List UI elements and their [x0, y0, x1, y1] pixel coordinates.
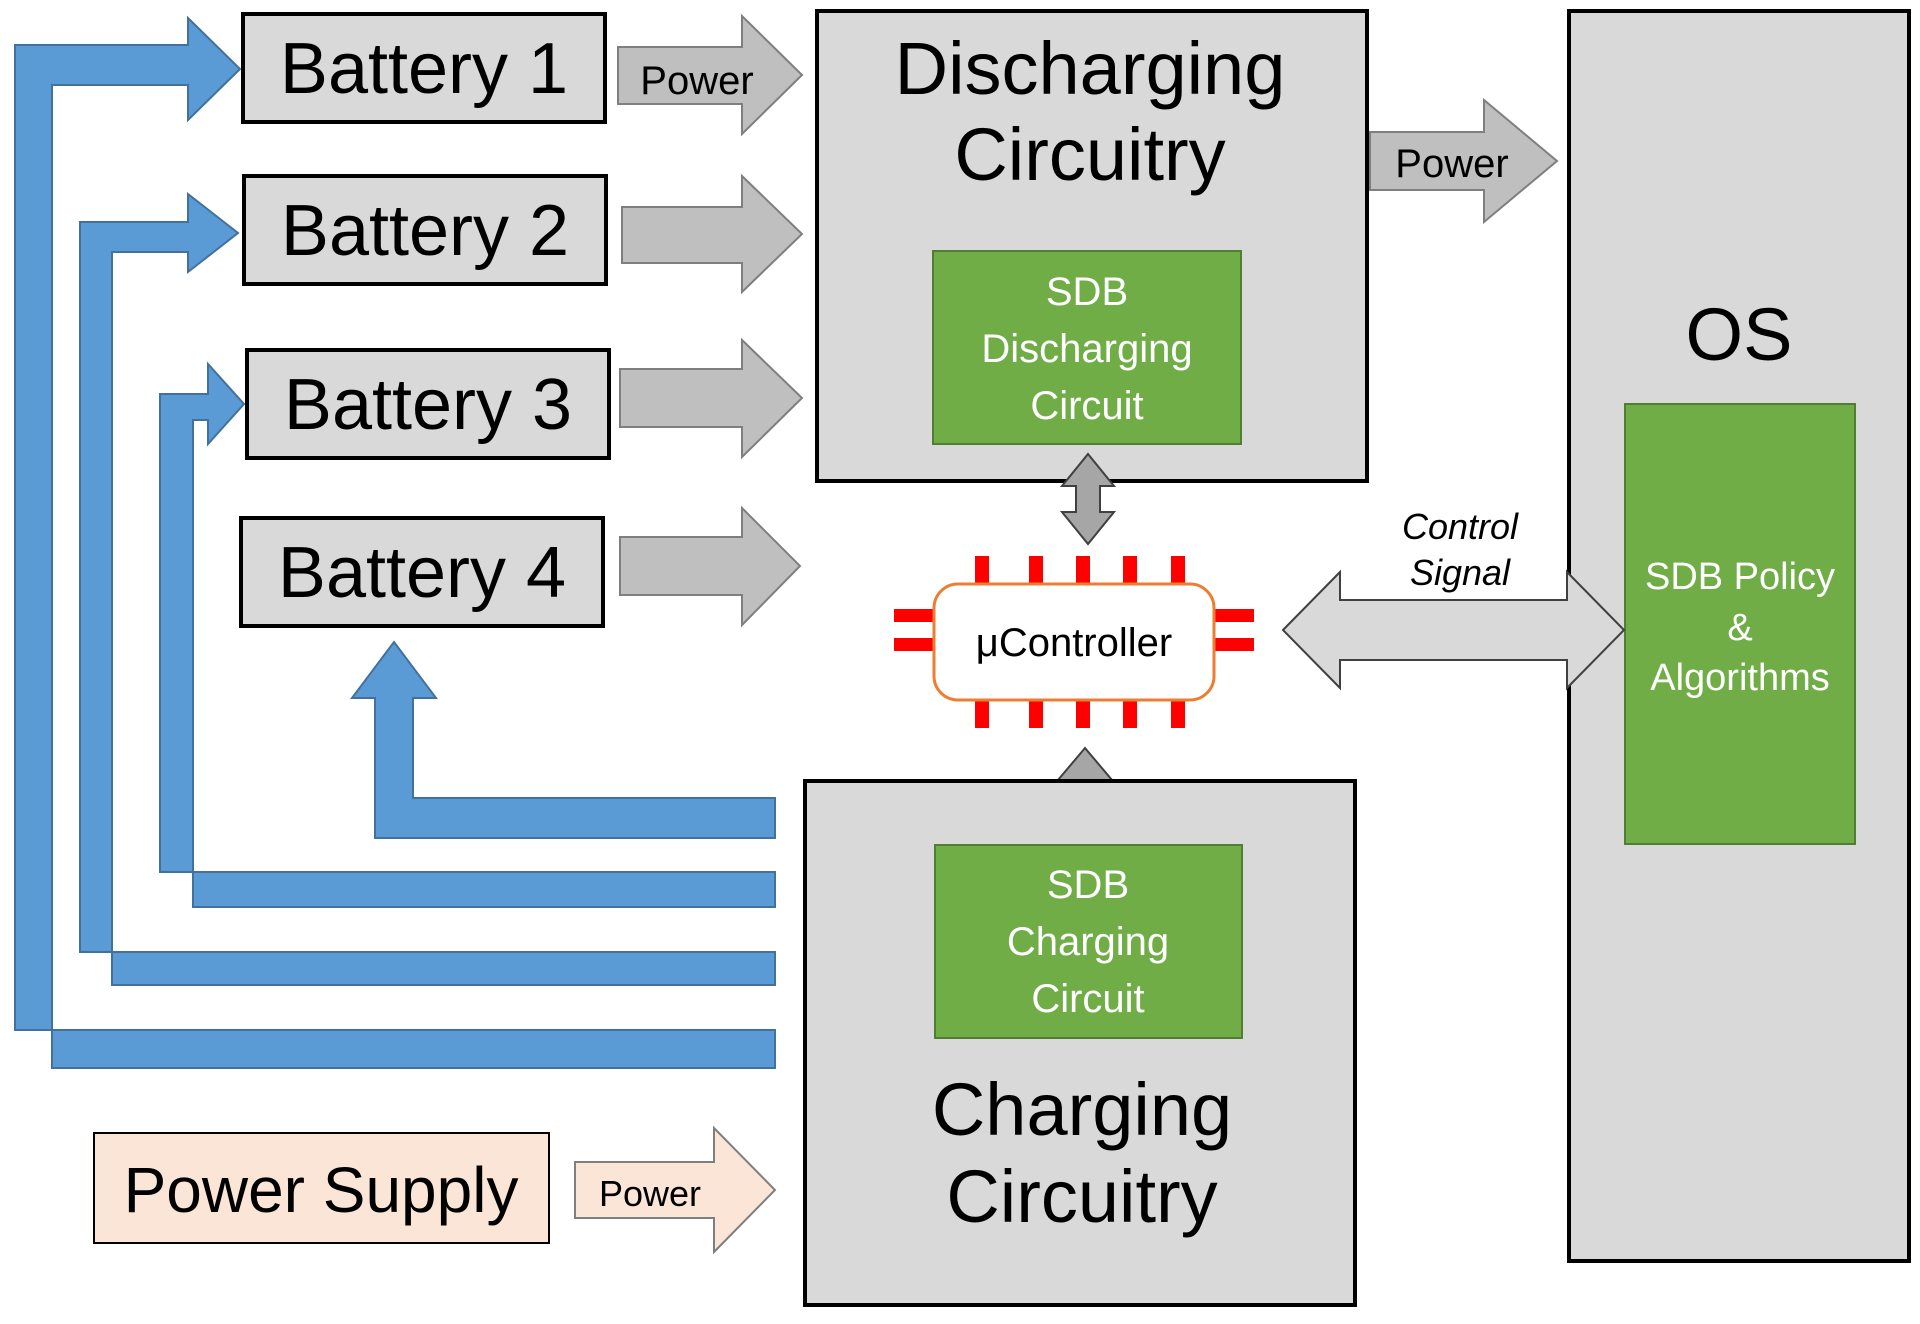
charging-circuitry-box: SDB Charging Circuit Charging Circuitry: [803, 779, 1357, 1307]
sdb-policy-line1: SDB Policy: [1645, 556, 1835, 598]
sdb-charging-circuit: [934, 844, 1243, 1039]
power-supply-label: Power Supply: [124, 1154, 519, 1226]
sdb-charging-line2: Charging: [1007, 920, 1169, 964]
discharging-circuitry-box: Discharging Circuitry SDB Discharging Ci…: [815, 9, 1369, 483]
os-title: OS: [1686, 293, 1793, 376]
battery-3-box: Battery 3: [245, 348, 611, 460]
sdb-policy-line2: &: [1727, 607, 1752, 649]
discharging-title-line1: Discharging: [895, 27, 1286, 110]
power-arrow-battery-1-label: Power: [640, 59, 753, 103]
control-signal-label-line1: Control: [1402, 506, 1519, 547]
power-arrow-battery-1: [617, 13, 804, 137]
sdb-charging-line1: SDB: [1047, 863, 1129, 907]
power-supply-arrow: [574, 1125, 777, 1255]
charging-title-line1: Charging: [932, 1068, 1232, 1151]
power-supply-box: Power Supply: [93, 1132, 550, 1244]
discharging-title-line2: Circuitry: [954, 113, 1225, 196]
arrow-discharging-controller: [1059, 452, 1117, 546]
power-supply-arrow-label: Power: [599, 1173, 701, 1214]
battery-3-label: Battery 3: [284, 365, 572, 445]
sdb-discharging-line1: SDB: [1046, 270, 1128, 314]
sdb-policy-line3: Algorithms: [1650, 657, 1830, 699]
microcontroller-chip: μController: [894, 556, 1254, 728]
chip-body: [932, 582, 1216, 702]
charging-title-line2: Circuitry: [946, 1155, 1217, 1238]
battery-1-box: Battery 1: [241, 12, 607, 124]
sdb-policy-algorithms: [1624, 403, 1856, 845]
charge-feedback-arrows: [14, 15, 776, 1069]
battery-2-label: Battery 2: [281, 191, 569, 271]
sdb-discharging-circuit: [932, 250, 1242, 445]
charge-arrow-battery-2: [79, 191, 776, 986]
chip-pins: [894, 556, 1254, 728]
charge-arrow-battery-3: [159, 361, 776, 908]
microcontroller-label: μController: [976, 621, 1172, 665]
os-box: OS SDB Policy & Algorithms: [1567, 9, 1911, 1263]
battery-4-box: Battery 4: [239, 516, 605, 628]
power-arrow-to-os-label: Power: [1395, 142, 1508, 186]
battery-4-label: Battery 4: [278, 533, 566, 613]
battery-power-arrows: Power: [617, 13, 804, 628]
charge-arrow-battery-1: [14, 15, 776, 1069]
power-arrow-battery-2: [621, 173, 804, 295]
battery-1-label: Battery 1: [280, 29, 568, 109]
power-arrow-battery-4: [619, 505, 802, 628]
sdb-discharging-line2: Discharging: [981, 327, 1192, 371]
power-arrow-to-os: [1369, 97, 1559, 225]
power-arrow-battery-3: [619, 337, 804, 460]
sdb-discharging-line3: Circuit: [1030, 384, 1143, 428]
control-signal-label-line2: Signal: [1410, 552, 1511, 593]
control-signal-arrow: [1281, 569, 1626, 691]
sdb-charging-line3: Circuit: [1031, 977, 1144, 1021]
battery-2-box: Battery 2: [242, 174, 608, 286]
charge-arrow-battery-4: [350, 640, 776, 839]
